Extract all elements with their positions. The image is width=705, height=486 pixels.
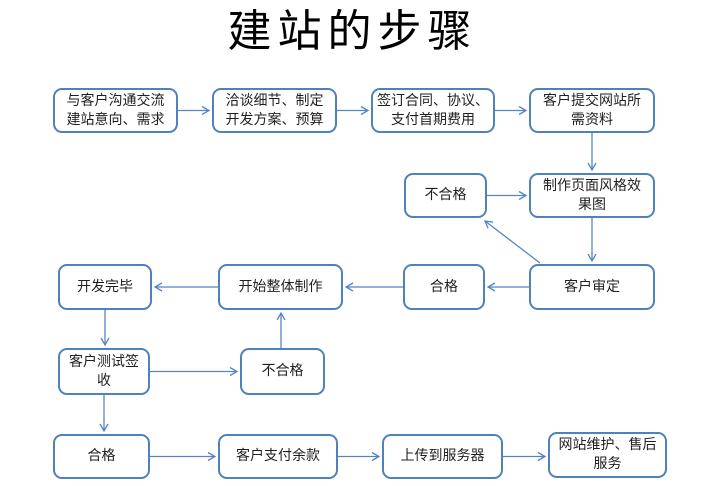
- flow-node-style-mockup: 制作页面风格效 果图: [529, 173, 655, 218]
- flow-node-full-production: 开始整体制作: [218, 264, 343, 310]
- flow-node-client-test: 客户测试签 收: [58, 348, 150, 395]
- flow-node-submit-materials: 客户提交网站所 需资料: [529, 88, 655, 133]
- arrow-review-to-unqualified-style: [483, 220, 541, 264]
- flow-node-unqualified-style: 不合格: [404, 173, 487, 218]
- flow-node-negotiate: 洽谈细节、制定 开发方案、预算: [212, 88, 337, 133]
- flow-node-communicate: 与客户沟通交流 建站意向、需求: [53, 88, 178, 133]
- flow-node-unqualified-test: 不合格: [240, 348, 325, 395]
- flow-node-upload-server: 上传到服务器: [382, 434, 503, 479]
- flow-node-maintenance: 网站维护、售后 服务: [548, 432, 667, 478]
- flow-node-qualified-test: 合格: [53, 434, 150, 479]
- flow-node-client-review: 客户审定: [529, 264, 655, 310]
- diagram-title: 建站的步骤: [227, 7, 478, 56]
- flow-node-dev-complete: 开发完毕: [58, 264, 152, 310]
- flow-node-pay-balance: 客户支付余款: [218, 434, 338, 479]
- flow-node-contract: 签订合同、协议、 支付首期费用: [371, 88, 495, 133]
- flow-node-qualified-style: 合格: [403, 264, 485, 310]
